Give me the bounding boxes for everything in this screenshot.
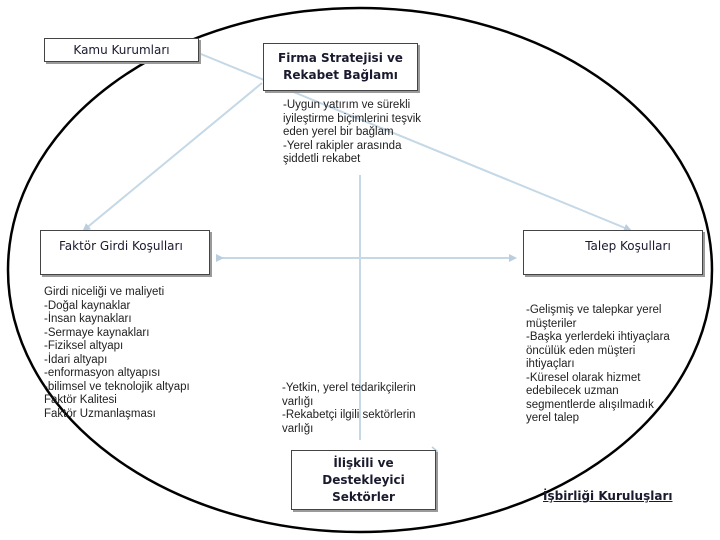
talep-desc-line: segmentlerde alışılmadık (526, 398, 654, 411)
faktor-description: Girdi niceliği ve maliyeti -Doğal kaynak… (44, 286, 190, 421)
faktor-desc-line: -Fiziksel altyapı (44, 340, 124, 352)
node-isbirligi-kuruluslari: İşbirliği Kuruluşları (543, 489, 673, 503)
node-talep-label: Talep Koşulları (585, 239, 671, 253)
talep-desc-line: -Başka yerlerdeki ihtiyaçlara (526, 331, 670, 343)
node-iliskili-label-line-2: Destekleyici (322, 472, 405, 487)
outer-ellipse (6, 6, 714, 534)
iliskili-desc-line: varlığı (282, 395, 314, 408)
talep-desc-line: yerel talep (526, 412, 580, 424)
faktor-desc-line: -enformasyon altyapısı (44, 367, 161, 379)
firma-desc-line: şiddetli rekabet (283, 153, 361, 165)
firma-desc-line: -Uygun yatırım ve sürekli (283, 99, 411, 111)
faktor-desc-line: Faktör Kalitesi (44, 394, 117, 406)
node-kamu-label: Kamu Kurumları (73, 43, 170, 57)
node-faktor-girdi: Faktör Girdi Koşulları (40, 230, 210, 275)
node-iliskili-label-line-1: İlişkili ve (333, 455, 394, 470)
faktor-desc-line: Faktör Uzmanlaşması (44, 407, 156, 420)
talep-desc-line: ihtiyaçları (526, 358, 575, 370)
arrow-kamu-to-faktor (82, 82, 263, 232)
iliskili-description: -Yetkin, yerel tedarikçilerin varlığı -R… (282, 382, 416, 436)
node-kamu-kurumlari: Kamu Kurumları (44, 38, 199, 62)
node-firma-label-line-1: Firma Stratejisi ve (278, 51, 403, 65)
faktor-desc-line: Girdi niceliği ve maliyeti (44, 286, 165, 298)
firma-desc-line: -Yerel rakipler arasında (283, 139, 402, 152)
talep-desc-line: -Gelişmiş ve talepkar yerel (526, 304, 662, 316)
node-firma-label-line-2: Rekabet Bağlamı (283, 68, 398, 82)
faktor-desc-line: -İdari altyapı (44, 353, 108, 366)
talep-desc-line: -Küresel olarak hizmet (526, 371, 641, 384)
node-firma-stratejisi: Firma Stratejisi ve Rekabet Bağlamı (263, 43, 418, 91)
faktor-desc-line: -İnsan kaynakları (44, 313, 132, 325)
iliskili-desc-line: -Rekabetçi ilgili sektörlerin (282, 409, 416, 421)
talep-desc-line: edebilecek uzman (526, 385, 619, 397)
talep-description: -Gelişmiş ve talepkar yerel müşteriler -… (526, 304, 670, 426)
firma-description: -Uygun yatırım ve sürekli iyileştirme bi… (283, 99, 421, 167)
firma-desc-line: eden yerel bir bağlam (283, 126, 394, 138)
talep-desc-line: öncülük eden müşteri (526, 344, 636, 357)
firma-desc-line: iyileştirme biçimlerini teşvik (283, 112, 422, 125)
node-iliskili-sektorler: İlişkili ve Destekleyici Sektörler (291, 450, 436, 510)
talep-desc-line: müşteriler (526, 317, 577, 330)
node-iliskili-label-line-3: Sektörler (332, 489, 395, 504)
node-faktor-label: Faktör Girdi Koşulları (59, 239, 183, 253)
iliskili-desc-line: varlığı (282, 422, 314, 435)
faktor-desc-line: -Doğal kaynaklar (44, 299, 131, 312)
node-talep-kosullari: Talep Koşulları (523, 230, 703, 275)
faktor-desc-line: -bilimsel ve teknolojik altyapı (44, 380, 190, 393)
iliskili-desc-line: -Yetkin, yerel tedarikçilerin (282, 382, 416, 394)
faktor-desc-line: -Sermaye kaynakları (44, 326, 150, 339)
